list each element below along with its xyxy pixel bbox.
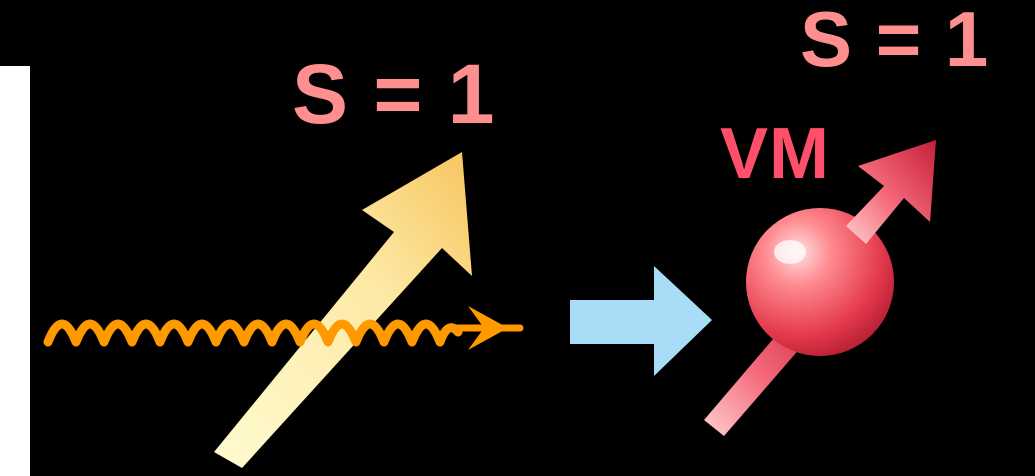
meson-spin-arrow-head-icon <box>846 140 936 244</box>
vector-meson-label: VM <box>720 114 830 194</box>
photon-spin-arrow-icon <box>214 152 472 468</box>
sphere-icon <box>746 208 894 356</box>
photon-spin-label: S = 1 <box>292 47 496 141</box>
right-arrow-icon <box>570 266 712 376</box>
wavy-photon-arrow-icon <box>43 306 524 350</box>
white-side-panel <box>0 66 30 476</box>
vector-meson-spin-label: S = 1 <box>800 0 990 83</box>
